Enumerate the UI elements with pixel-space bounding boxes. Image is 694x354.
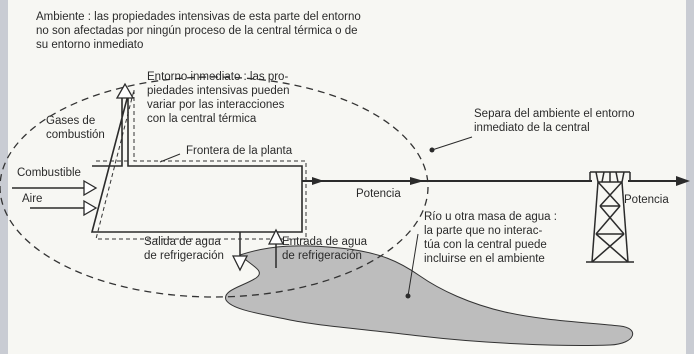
power-arrow-left xyxy=(312,177,324,185)
frontera-label: Frontera de la planta xyxy=(186,145,293,157)
cooling-outlet-arrow xyxy=(231,255,249,272)
power-arrow-mid xyxy=(410,177,424,185)
potencia-right-label: Potencia xyxy=(624,194,669,206)
separa-leader xyxy=(431,136,473,151)
entrada-label: Entrada de agua de refrigeración xyxy=(282,236,368,262)
combustible-label: Combustible xyxy=(17,167,81,179)
power-arrow-right xyxy=(676,176,690,186)
rio-leader xyxy=(407,233,419,297)
fuel-arrow xyxy=(83,179,98,197)
entorno-inmediato-note: Entorno inmediato : las pro- piedades in… xyxy=(147,71,290,125)
ambiente-note: Ambiente : las propiedades intensivas de… xyxy=(36,11,361,51)
aire-label: Aire xyxy=(22,193,43,205)
potencia-left-label: Potencia xyxy=(356,188,401,200)
air-arrow xyxy=(83,199,98,217)
immediate-surroundings-boundary xyxy=(0,76,429,298)
rio-note: Río u otra masa de agua : la parte que n… xyxy=(424,211,557,265)
separa-note: Separa del ambiente el entorno inmediato… xyxy=(474,108,635,134)
cooling-inlet-arrow xyxy=(267,228,285,245)
plant-box xyxy=(90,94,303,233)
river-shape xyxy=(225,245,633,346)
gases-label: Gases de combustión xyxy=(46,115,105,141)
left-frame-strip xyxy=(0,0,8,354)
salida-label: Salida de agua de refrigeración xyxy=(144,236,224,262)
right-frame-strip xyxy=(686,0,694,354)
flue-gas-arrow xyxy=(115,82,135,99)
transmission-tower-icon xyxy=(586,171,634,263)
